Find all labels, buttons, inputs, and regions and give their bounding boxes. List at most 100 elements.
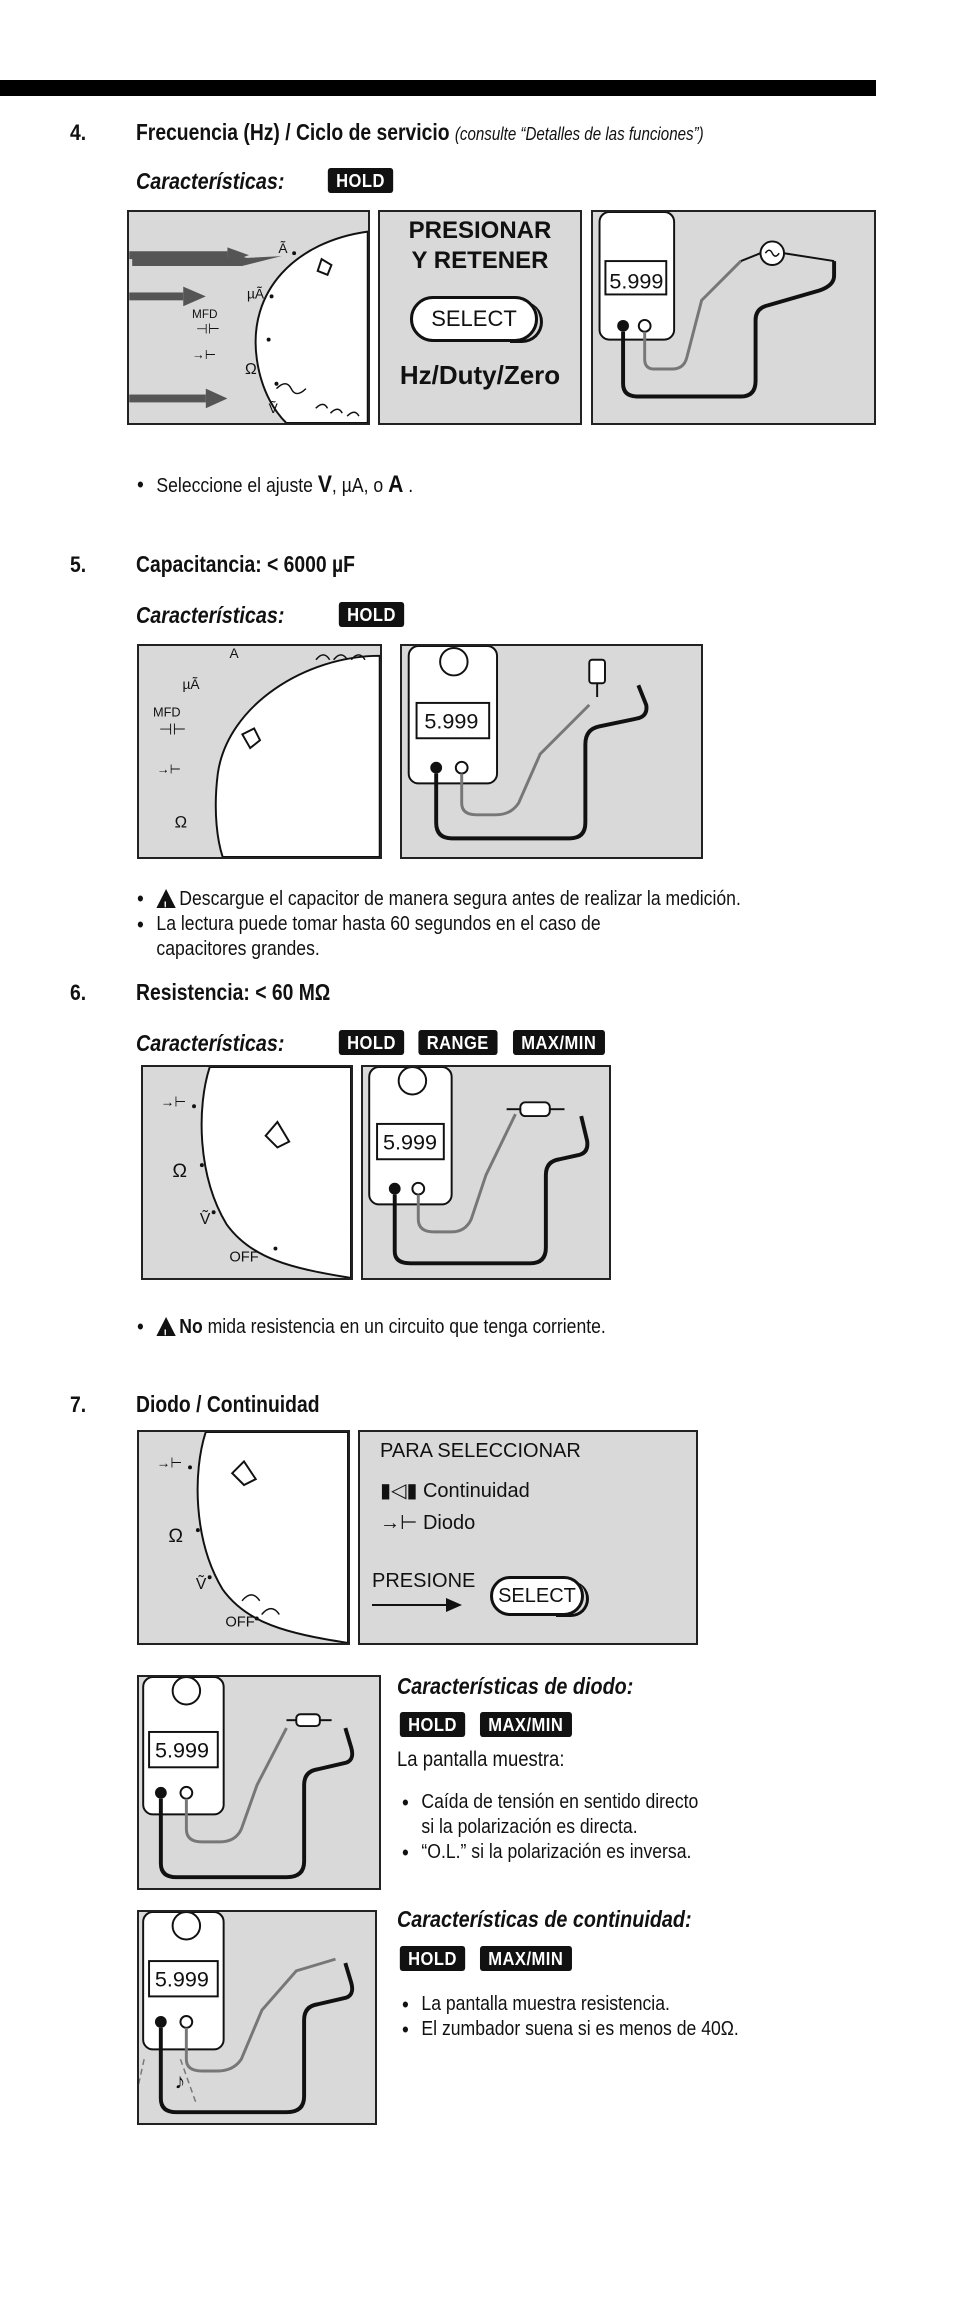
hold-badge: HOLD [399,1946,466,1971]
section-title: Resistencia: < 60 MΩ [136,979,331,1005]
bullet-item: La lectura puede tomar hasta 60 segundos… [130,912,741,937]
section-title: Diodo / Continuidad [136,1391,320,1417]
section-number: 5. [70,552,87,577]
bullet-item: Seleccione el ajuste V, µA, o A . [130,472,413,499]
hold-badge: HOLD [338,602,405,627]
bullet-list: Seleccione el ajuste V, µA, o A . [130,472,452,499]
top-rule [0,80,876,96]
dial-panel: A µÃ MFD ⊣⊢ →⊢ Ω [137,644,382,859]
maxmin-badge: MAX/MIN [479,1712,572,1737]
press-title-1: PRESIONAR [408,217,552,244]
hold-badge: HOLD [399,1712,466,1737]
bullet-item: El zumbador suena si es menos de 40Ω. [395,2017,739,2042]
maxmin-badge: MAX/MIN [512,1030,605,1055]
option-continuity: ▮◁▮ Continuidad [380,1480,530,1502]
warning-icon [156,889,176,919]
bullet-item: No mida resistencia en un circuito que t… [130,1314,606,1347]
dial-label-ohm: Ω [175,813,187,832]
hold-badge: HOLD [327,168,394,193]
diode-icon: →⊢ [157,762,181,777]
meter-reading: 5.999 [155,1967,209,1992]
bullet-list: Descargue el capacitor de manera segura … [130,886,824,962]
diode-icon: →⊢ [380,1512,418,1534]
meter-illustration: 5.999 ♪ [139,1912,355,2115]
select-button[interactable]: SELECT [410,296,543,343]
continuity-features-heading: Características de continuidad: [397,1906,692,1932]
bullet-item: Descargue el capacitor de manera segura … [130,886,741,919]
diode-features-badges: HOLD MAX/MIN [397,1712,576,1737]
meter-panel-continuity: 5.999 ♪ [137,1910,377,2125]
meter-panel-diode: 5.999 [137,1675,381,1890]
bullet-continuation: si la polarización es directa. [421,1816,638,1838]
features-label: Características: [136,1030,285,1056]
features-badges: HOLD [336,602,407,627]
dial-illustration: →⊢ Ω Ṽ OFF [161,1067,351,1278]
diode-features-heading: Características de diodo: [397,1673,634,1699]
section-number: 4. [70,120,87,145]
select-panel: PARA SELECCIONAR ▮◁▮ Continuidad →⊢ Diod… [358,1430,698,1645]
diode-bullet-list: Caída de tensión en sentido directo si l… [395,1790,740,1865]
section-title: Frecuencia (Hz) / Ciclo de servicio (con… [136,119,704,145]
speaker-icon: ▮◁▮ [380,1480,418,1502]
section-title: Capacitancia: < 6000 µF [136,551,355,577]
select-button[interactable]: SELECT [490,1576,589,1617]
bullet-item: “O.L.” si la polarización es inversa. [395,1840,698,1865]
meter-panel: 5.999 [361,1065,611,1280]
section-number: 6. [70,980,87,1005]
dial-label-mfd: MFD [153,705,181,720]
diode-icon: →⊢ [192,347,216,362]
section-note: (consulte “Detalles de las funciones”) [454,124,704,144]
meter-illustration: 5.999 [368,1067,590,1266]
bullet-item: La pantalla muestra resistencia. [395,1992,739,2017]
continuity-features-badges: HOLD MAX/MIN [397,1946,576,1971]
features-label: Características: [136,168,285,194]
dial-illustration: A µÃ MFD ⊣⊢ →⊢ Ω [153,646,380,857]
press-hold-panel: PRESIONAR Y RETENER SELECT Hz/Duty/Zero [378,210,582,425]
capacitor-icon: ⊣⊢ [196,322,220,337]
dial-label-ohm: Ω [168,1525,183,1547]
sound-note-icon: ♪ [175,2069,186,2094]
option-diode: →⊢ Diodo [380,1512,476,1534]
dial-label-ohm: Ω [245,361,257,378]
dial-label-v: Ṽ [200,1208,211,1228]
meter-reading: 5.999 [609,269,663,294]
capacitor-component [588,658,606,685]
warning-icon [156,1317,176,1347]
features-badges: HOLD RANGE MAX/MIN [336,1030,608,1055]
dial-illustration: →⊢ Ω Ṽ OFF [157,1432,348,1643]
dial-label-off: OFF [225,1614,254,1630]
dial-label-off: OFF [229,1249,258,1265]
meter-panel: 5.999 [400,644,703,859]
maxmin-badge: MAX/MIN [479,1946,572,1971]
dial-panel: →⊢ Ω Ṽ OFF [137,1430,350,1645]
dial-label-mfd: MFD [192,308,218,321]
diode-component [295,1713,321,1728]
diode-display-text: La pantalla muestra: [397,1748,565,1771]
bullet-continuation: capacitores grandes. [156,938,320,960]
press-label: PRESIONE [372,1570,476,1592]
bullet-list: No mida resistencia en un circuito que t… [130,1314,671,1347]
meter-illustration: 5.999 [407,646,649,841]
bullet-item: Caída de tensión en sentido directo [395,1790,698,1815]
dial-panel: Ã µÃ MFD ⊣⊢ →⊢ Ω Ṽ [127,210,370,425]
press-title-2: Y RETENER [411,247,549,274]
features-label: Características: [136,602,285,628]
meter-reading: 5.999 [155,1737,209,1762]
meter-reading: 5.999 [383,1129,437,1154]
arrow-right-icon [372,1598,462,1612]
dial-label-ohm: Ω [172,1160,187,1182]
section-number: 7. [70,1392,87,1417]
hold-badge: HOLD [338,1030,405,1055]
resistor-component [519,1101,551,1118]
features-badges: HOLD [325,168,396,193]
dial-label-ua: µÃ [247,285,265,301]
dial-label-a: A [230,646,240,661]
press-footer: Hz/Duty/Zero [399,360,561,390]
meter-panel: 5.999 [591,210,876,425]
meter-reading: 5.999 [424,708,478,733]
dial-label-v: Ṽ [269,400,279,416]
dial-label-ua: µÃ [182,676,200,692]
continuity-bullet-list: La pantalla muestra resistencia. El zumb… [395,1992,786,2042]
dial-illustration: Ã µÃ MFD ⊣⊢ →⊢ Ω Ṽ [129,230,368,423]
select-title: PARA SELECCIONAR [380,1440,581,1462]
